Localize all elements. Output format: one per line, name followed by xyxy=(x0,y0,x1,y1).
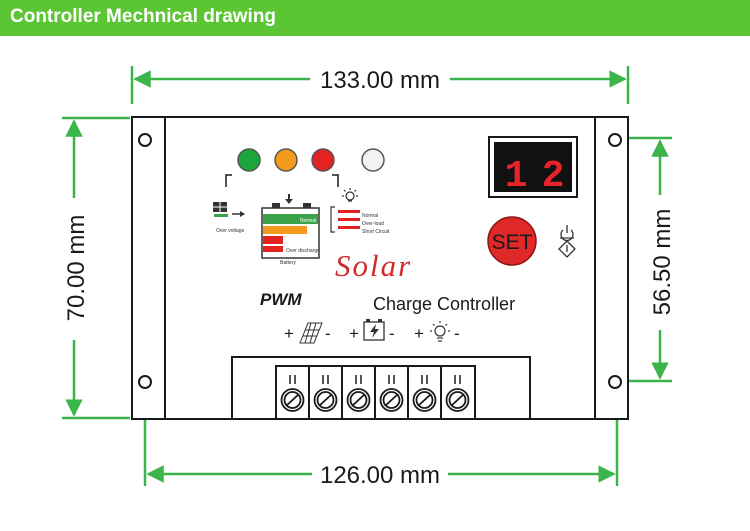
set-button[interactable]: SET xyxy=(487,216,537,266)
screw-load-negative xyxy=(445,388,470,412)
mount-hole-bottom-right xyxy=(608,375,622,389)
mount-hole-top-left xyxy=(138,133,152,147)
mounting-holes xyxy=(138,133,622,389)
pwm-label: PWM xyxy=(260,290,302,309)
screw-battery-positive xyxy=(346,388,371,412)
page-title: Controller Mechnical drawing xyxy=(10,6,277,27)
mount-hole-bottom-left xyxy=(138,375,152,389)
solar-minus: - xyxy=(325,324,331,343)
width-top-label: 133.00 mm xyxy=(320,67,440,94)
normal-bar-label: Normal xyxy=(300,218,316,224)
screw-battery-negative xyxy=(379,388,404,412)
battery-status-icon xyxy=(261,194,320,259)
diamond-icon xyxy=(558,240,576,258)
solar-terminal-icon xyxy=(299,322,323,344)
load-short-label: Short Circuit xyxy=(362,229,390,235)
set-button-label: SET xyxy=(492,231,533,254)
display-digit-2: 2 xyxy=(542,155,565,198)
brand-solar: Solar xyxy=(335,248,412,283)
over-discharge-label: Over discharge xyxy=(286,248,320,254)
load-plus: + xyxy=(414,324,424,343)
screw-solar-negative xyxy=(313,388,338,412)
battery-minus: - xyxy=(389,324,395,343)
solar-panel-icon xyxy=(213,202,245,217)
white-led xyxy=(361,148,385,172)
dimension-lines xyxy=(62,66,672,486)
red-led xyxy=(311,148,335,172)
load-normal-label: Normal xyxy=(362,213,378,219)
digital-display: 1 2 xyxy=(488,136,578,198)
load-terminal-icon xyxy=(430,321,450,342)
load-status-bars xyxy=(338,210,360,229)
battery-terminal-icon xyxy=(363,319,385,341)
terminal-symbols: + - + - + - xyxy=(284,319,460,344)
charge-controller-label: Charge Controller xyxy=(373,294,515,314)
terminal-screws xyxy=(280,388,470,412)
header-bar: Controller Mechnical drawing xyxy=(0,0,750,36)
terminal-block xyxy=(231,356,531,420)
load-overload-label: Over-load xyxy=(362,221,384,227)
screw-load-positive xyxy=(412,388,437,412)
load-minus: - xyxy=(454,324,460,343)
led-indicators xyxy=(237,148,385,172)
orange-led xyxy=(274,148,298,172)
green-led xyxy=(237,148,261,172)
width-bottom-label: 126.00 mm xyxy=(320,462,440,489)
battery-label: Battery xyxy=(280,260,296,266)
height-right-label: 56.50 mm xyxy=(649,209,676,316)
battery-plus: + xyxy=(349,324,359,343)
over-voltage-label: Over voltage xyxy=(216,228,245,234)
height-left-label: 70.00 mm xyxy=(63,215,90,322)
solar-plus: + xyxy=(284,324,294,343)
mount-hole-top-right xyxy=(608,133,622,147)
screw-solar-positive xyxy=(280,388,305,412)
load-bulb-icon xyxy=(342,188,358,202)
display-digit-1: 1 xyxy=(505,155,528,198)
